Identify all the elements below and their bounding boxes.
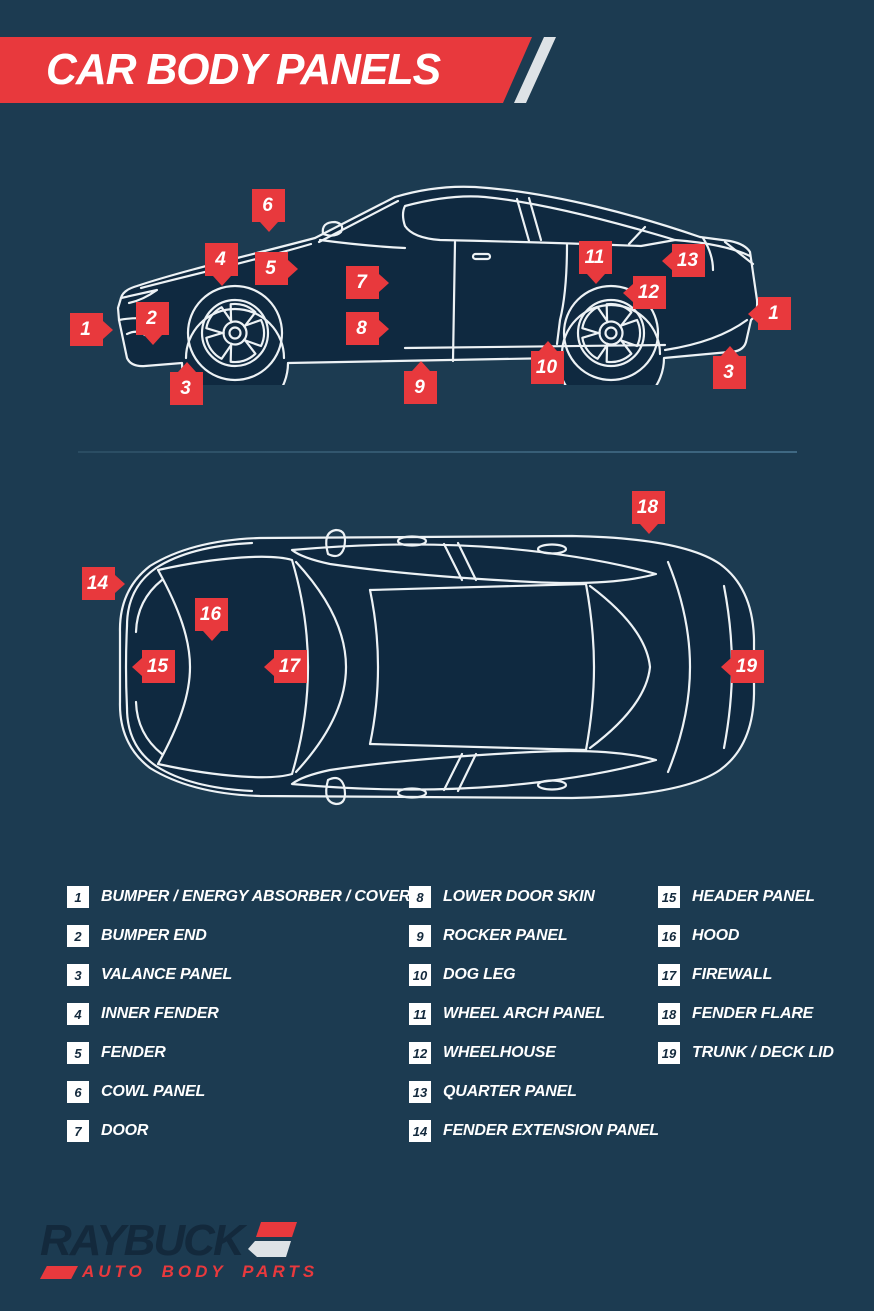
legend-badge-16: 16 (658, 925, 680, 947)
legend-label-4: INNER FENDER (101, 1005, 219, 1022)
legend-label-7: DOOR (101, 1122, 149, 1139)
legend-item-5: 5 FENDER (67, 1042, 410, 1064)
legend-label-17: FIREWALL (692, 966, 773, 983)
marker-side-3: 3 (713, 356, 746, 389)
marker-side-2: 2 (136, 302, 169, 335)
marker-side-1: 1 (70, 313, 103, 346)
marker-side-6: 6 (252, 189, 285, 222)
legend-label-13: QUARTER PANEL (443, 1083, 577, 1100)
legend-badge-12: 12 (409, 1042, 431, 1064)
logo-tagline-bar (40, 1266, 78, 1279)
legend-column-3: 15 HEADER PANEL 16 HOOD 17 FIREWALL 18 FENDER F… (658, 886, 834, 1064)
legend-badge-18: 18 (658, 1003, 680, 1025)
legend-label-5: FENDER (101, 1044, 166, 1061)
legend-item-8: 8 LOWER DOOR SKIN (409, 886, 659, 908)
logo-arrow-icon (248, 1222, 297, 1257)
marker-side-7: 7 (346, 266, 379, 299)
legend-item-14: 14 FENDER EXTENSION PANEL (409, 1120, 659, 1142)
title-banner: CAR BODY PANELS (0, 37, 610, 103)
legend-badge-11: 11 (409, 1003, 431, 1025)
marker-side-8: 8 (346, 312, 379, 345)
logo-brand-text: RAYBUCK (40, 1216, 245, 1265)
page-title: CAR BODY PANELS (46, 45, 441, 94)
legend-item-10: 10 DOG LEG (409, 964, 659, 986)
legend-badge-13: 13 (409, 1081, 431, 1103)
legend-item-7: 7 DOOR (67, 1120, 410, 1142)
legend-badge-8: 8 (409, 886, 431, 908)
legend-item-15: 15 HEADER PANEL (658, 886, 834, 908)
legend-item-12: 12 WHEELHOUSE (409, 1042, 659, 1064)
banner-red-shape (0, 37, 532, 103)
legend-column-1: 1 BUMPER / ENERGY ABSORBER / COVER 2 BUMPER… (67, 886, 410, 1142)
marker-side-13: 13 (672, 244, 705, 277)
marker-top-16: 16 (195, 598, 228, 631)
legend-item-11: 11 WHEEL ARCH PANEL (409, 1003, 659, 1025)
rear-wheel (562, 284, 660, 382)
marker-side-10: 10 (531, 351, 564, 384)
car-top-view-drawing (118, 528, 756, 806)
logo-tagline-text: AUTO BODY PARTS (82, 1262, 319, 1281)
legend-item-4: 4 INNER FENDER (67, 1003, 410, 1025)
legend-label-1: BUMPER / ENERGY ABSORBER / COVER (101, 888, 411, 905)
marker-side-9: 9 (404, 371, 437, 404)
legend-badge-1: 1 (67, 886, 89, 908)
legend-badge-3: 3 (67, 964, 89, 986)
legend-item-2: 2 BUMPER END (67, 925, 410, 947)
section-divider (78, 451, 797, 453)
legend-item-6: 6 COWL PANEL (67, 1081, 410, 1103)
marker-top-17: 17 (274, 650, 307, 683)
legend-label-9: ROCKER PANEL (443, 927, 568, 944)
marker-top-18: 18 (632, 491, 665, 524)
legend-item-18: 18 FENDER FLARE (658, 1003, 834, 1025)
legend-label-15: HEADER PANEL (692, 888, 815, 905)
legend-label-18: FENDER FLARE (692, 1005, 814, 1022)
legend-label-6: COWL PANEL (101, 1083, 206, 1100)
legend-item-17: 17 FIREWALL (658, 964, 834, 986)
legend-badge-9: 9 (409, 925, 431, 947)
legend-item-1: 1 BUMPER / ENERGY ABSORBER / COVER (67, 886, 410, 908)
legend-label-8: LOWER DOOR SKIN (443, 888, 595, 905)
legend-label-11: WHEEL ARCH PANEL (443, 1005, 605, 1022)
legend-label-3: VALANCE PANEL (101, 966, 233, 983)
marker-top-19: 19 (731, 650, 764, 683)
marker-side-11: 11 (579, 241, 612, 274)
legend-badge-19: 19 (658, 1042, 680, 1064)
front-wheel (186, 284, 284, 382)
legend-badge-7: 7 (67, 1120, 89, 1142)
legend-badge-2: 2 (67, 925, 89, 947)
marker-top-15: 15 (142, 650, 175, 683)
legend-item-9: 9 ROCKER PANEL (409, 925, 659, 947)
legend-label-14: FENDER EXTENSION PANEL (443, 1122, 659, 1139)
legend-badge-5: 5 (67, 1042, 89, 1064)
legend-item-3: 3 VALANCE PANEL (67, 964, 410, 986)
marker-side-12: 12 (633, 276, 666, 309)
legend-badge-6: 6 (67, 1081, 89, 1103)
legend-column-2: 8 LOWER DOOR SKIN 9 ROCKER PANEL 10 DOG LEG 11… (409, 886, 659, 1142)
legend-badge-15: 15 (658, 886, 680, 908)
legend-label-19: TRUNK / DECK LID (692, 1044, 834, 1061)
marker-side-5: 5 (255, 252, 288, 285)
marker-side-1: 1 (758, 297, 791, 330)
marker-top-14: 14 (82, 567, 115, 600)
legend-badge-17: 17 (658, 964, 680, 986)
legend-label-10: DOG LEG (443, 966, 516, 983)
legend-item-16: 16 HOOD (658, 925, 834, 947)
marker-side-3: 3 (170, 372, 203, 405)
legend-badge-4: 4 (67, 1003, 89, 1025)
legend-label-16: HOOD (692, 927, 740, 944)
legend-label-2: BUMPER END (101, 927, 207, 944)
car-side-view-drawing (116, 185, 759, 385)
legend-badge-14: 14 (409, 1120, 431, 1142)
marker-side-4: 4 (205, 243, 238, 276)
legend-item-19: 19 TRUNK / DECK LID (658, 1042, 834, 1064)
legend-item-13: 13 QUARTER PANEL (409, 1081, 659, 1103)
legend-label-12: WHEELHOUSE (443, 1044, 556, 1061)
legend-badge-10: 10 (409, 964, 431, 986)
